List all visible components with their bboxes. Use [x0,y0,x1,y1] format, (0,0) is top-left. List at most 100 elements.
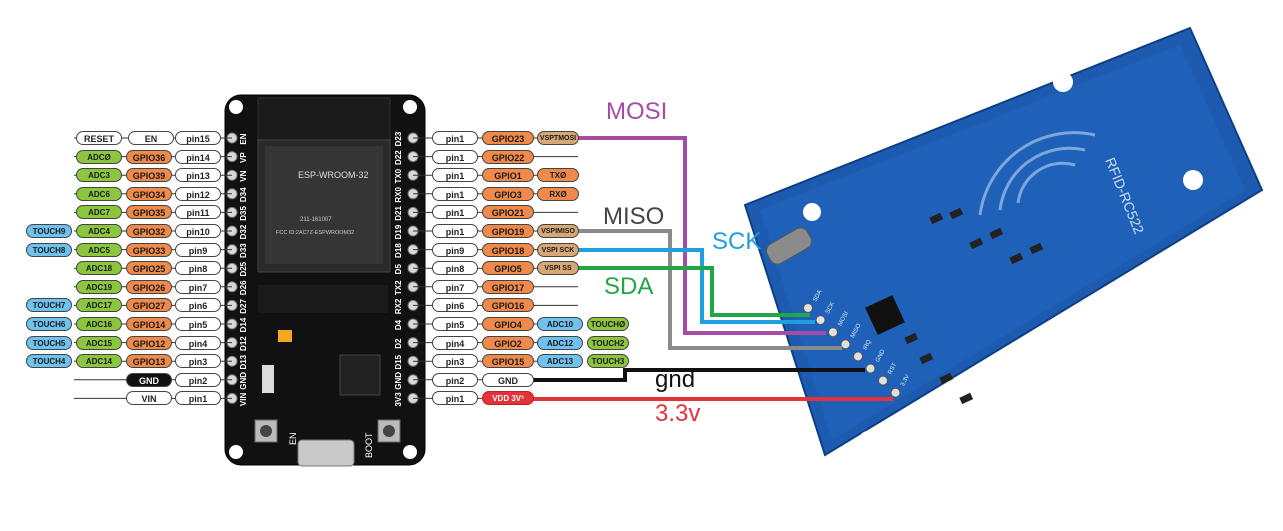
left-header-label-12: D12 [239,336,248,351]
left-tag-en: EN [128,131,174,145]
left-gpio-gpio14: GPIO14 [126,317,172,331]
left-header-label-10: D27 [239,299,248,314]
fcc-id: FCC ID:2AC7Z-ESPWROOM32 [276,230,354,236]
left-pin-pin12: pin12 [175,186,221,201]
left-header-label-8: D25 [239,261,248,276]
right-pin-11: pin5 [432,317,478,331]
right-pin-9: pin7 [432,279,478,294]
right-gpio-14: GND [482,372,534,387]
left-pin-pin5: pin5 [175,317,221,331]
left-tag-adc17: ADC17 [76,298,122,313]
left-tag-adc5: ADC5 [76,242,122,257]
left-pin-pin14: pin14 [175,149,221,164]
left-tag-adc15: ADC15 [76,335,122,350]
right-tag-adc10: ADC10 [537,317,583,331]
right-header-label-5: D21 [394,206,403,221]
right-gpio-7: GPIO18 [482,242,534,257]
left-gpio-gpio34: GPIO34 [126,186,172,201]
left-gpio-gpio33: GPIO33 [126,242,172,257]
mosi-label: MOSI [606,98,668,125]
esp32-board: ESP-WROOM-32 211-161007 FCC ID:2AC7Z-ESP… [224,94,426,467]
right-pin-15: pin1 [432,391,478,406]
left-pin-pin7: pin7 [175,279,221,294]
right-gpio-12: GPIO2 [482,335,534,350]
sck-wire [578,248,815,324]
module-name: ESP-WROOM-32 [298,170,369,180]
left-header-label-6: D32 [239,224,248,239]
right-header-label-7: D18 [394,243,403,258]
left-gpio-gpio26: GPIO26 [126,279,172,294]
left-gpio-gpio27: GPIO27 [126,298,172,313]
right-tag-touch2: TOUCH2 [587,335,629,350]
rfid-pin-label-6: GND [875,348,887,363]
gnd-label: gnd [655,366,696,393]
left-pin-pin3: pin3 [175,354,221,369]
left-header-label-5: D35 [239,206,248,221]
right-gpio-15: VDD 3V³ [482,391,534,406]
right-pin-7: pin9 [432,242,478,257]
left-pin-pin1: pin1 [175,391,221,406]
left-tag-adc18: ADC18 [76,261,122,276]
right-pin-6: pin1 [432,224,478,238]
left-header-label-14: GND [239,372,248,390]
left-tag-touch4: TOUCH4 [26,354,72,369]
left-tag-touch6: TOUCH6 [26,317,72,331]
right-pin-14: pin2 [432,372,478,387]
right-pin-5: pin1 [432,205,478,220]
right-gpio-11: GPIO4 [482,317,534,331]
right-pin-8: pin8 [432,261,478,276]
left-tag-touch7: TOUCH7 [26,298,72,313]
right-pin-3: pin1 [432,168,478,183]
right-gpio-8: GPIO5 [482,261,534,276]
left-tag-adc14: ADC14 [76,354,122,369]
right-tag-rx-: RXØ [537,186,579,201]
left-tag-adc-: ADCØ [76,149,122,164]
left-pin-pin10: pin10 [175,224,221,238]
right-pin-13: pin3 [432,354,478,369]
left-gpio-gpio32: GPIO32 [126,224,172,238]
left-header-label-15: VIN [239,393,248,407]
right-pin-1: pin1 [432,131,478,145]
left-tag-adc7: ADC7 [76,205,122,220]
left-header-label-3: VN [239,170,248,181]
left-pin-pin11: pin11 [175,205,221,220]
left-pin-pin15: pin15 [175,131,221,145]
boot-button-label: BOOT [364,432,374,458]
right-header-label-2: D22 [394,150,403,165]
rfid-pin-label-7: RST [887,362,898,376]
right-tag-vspi-ss: VSPI SS [537,261,579,276]
right-header-label-12: D2 [394,338,403,349]
right-pin-10: pin6 [432,298,478,313]
left-header-label-2: VP [239,152,248,163]
left-pin-pin6: pin6 [175,298,221,313]
left-tag-adc4: ADC4 [76,224,122,238]
left-pin-pin8: pin8 [175,261,221,276]
signal-wires [517,136,893,401]
rfid-pin-4 [840,339,851,350]
right-header-label-4: RX0 [394,186,403,202]
right-pin-12: pin4 [432,335,478,350]
left-header-label-7: D33 [239,243,248,258]
right-pin-2: pin1 [432,149,478,164]
rfid-pin-label-5: IRQ [862,339,872,352]
right-tag-adc13: ADC13 [537,354,583,369]
gnd-wire [517,368,865,382]
rfid-pin-6 [865,363,876,374]
left-header-label-4: D34 [239,187,248,202]
right-header-label-3: TX0 [394,168,403,183]
vdd-label: 3.3v [655,400,701,427]
left-tag-touch5: TOUCH5 [26,335,72,350]
left-gpio-gpio35: GPIO35 [126,205,172,220]
right-tag-tx-: TXØ [537,168,579,183]
left-pin-pin2: pin2 [175,372,221,387]
rfid-pin-3 [828,327,838,338]
sda-label: SDA [604,273,654,300]
left-tag-touch9: TOUCH9 [26,224,72,238]
right-gpio-3: GPIO1 [482,168,534,183]
right-header-label-10: RX2 [394,298,403,314]
rfid-pin-1 [803,303,813,313]
left-tag-adc3: ADC3 [76,168,122,183]
left-gpio-gpio25: GPIO25 [126,261,172,276]
